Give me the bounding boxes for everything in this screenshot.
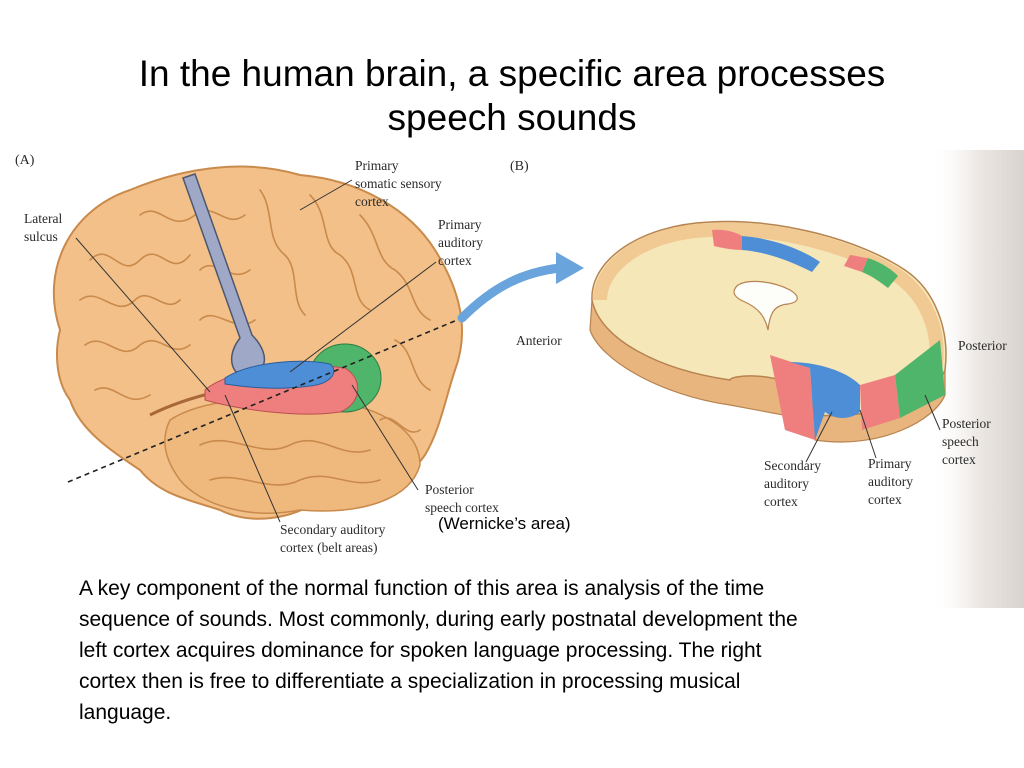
label-anterior: Anterior (516, 333, 562, 348)
label-primary-auditory-cortex-a: Primary auditory cortex (438, 217, 486, 268)
label-primary-auditory-cortex-b: Primary auditory cortex (868, 456, 916, 507)
section-secondary-auditory-side-2 (860, 375, 900, 430)
body-line-5: language. (79, 701, 172, 724)
gyri-lines (79, 189, 431, 486)
label-secondary-auditory-cortex-b: Secondary auditory cortex (764, 458, 824, 509)
section-posterior-speech-side (895, 340, 945, 418)
panel-b: (B) Anterior Post (510, 159, 1007, 509)
label-secondary-auditory-cortex-a: Secondary auditory cortex (belt areas) (280, 522, 389, 555)
section-arrow (457, 252, 584, 323)
panel-a-leader-lines (75, 179, 437, 523)
wernicke-caption: (Wernicke’s area) (438, 514, 571, 533)
panel-a-letter: (A) (15, 153, 35, 168)
label-primary-somatic-sensory-cortex: Primary somatic sensory cortex (355, 158, 445, 209)
brain-cross-section (589, 220, 947, 443)
label-posterior: Posterior (958, 338, 1007, 353)
panel-b-leader-lines (805, 394, 941, 463)
panel-a: (A) (15, 153, 499, 555)
body-line-1: A key component of the normal function o… (79, 577, 765, 600)
body-line-3: left cortex acquires dominance for spoke… (79, 639, 762, 662)
body-line-4: cortex then is free to differentiate a s… (79, 670, 741, 693)
section-primary-auditory-top (742, 236, 820, 272)
section-primary-auditory-side (790, 362, 860, 440)
lateral-brain-illustration (52, 165, 464, 520)
slide-title-line-2: speech sounds (387, 97, 637, 138)
label-posterior-speech-cortex-b: Posterior speech cortex (942, 416, 994, 467)
section-plane-dashed-line (67, 317, 463, 483)
section-posterior-speech-top (862, 258, 898, 288)
slide-title-line-1: In the human brain, a specific area proc… (138, 53, 886, 94)
primary-auditory-patch (224, 360, 335, 389)
slide-title: In the human brain, a specific area proc… (60, 52, 964, 140)
ventricle (733, 280, 798, 331)
page-shadow (930, 150, 1024, 608)
label-posterior-speech-cortex-a: Posterior speech cortex (425, 482, 499, 515)
label-lateral-sulcus: Lateral sulcus (24, 211, 66, 244)
temporal-lobe-shape (164, 397, 421, 514)
gray-matter-rim (593, 222, 944, 366)
body-paragraph: A key component of the normal function o… (79, 573, 979, 728)
body-line-2: sequence of sounds. Most commonly, durin… (79, 608, 798, 631)
panel-b-letter: (B) (510, 159, 529, 174)
section-secondary-auditory-right (844, 255, 868, 272)
section-secondary-auditory-side (770, 355, 815, 440)
brain-figure: (A) (15, 150, 1024, 608)
section-secondary-auditory-top (712, 229, 742, 250)
